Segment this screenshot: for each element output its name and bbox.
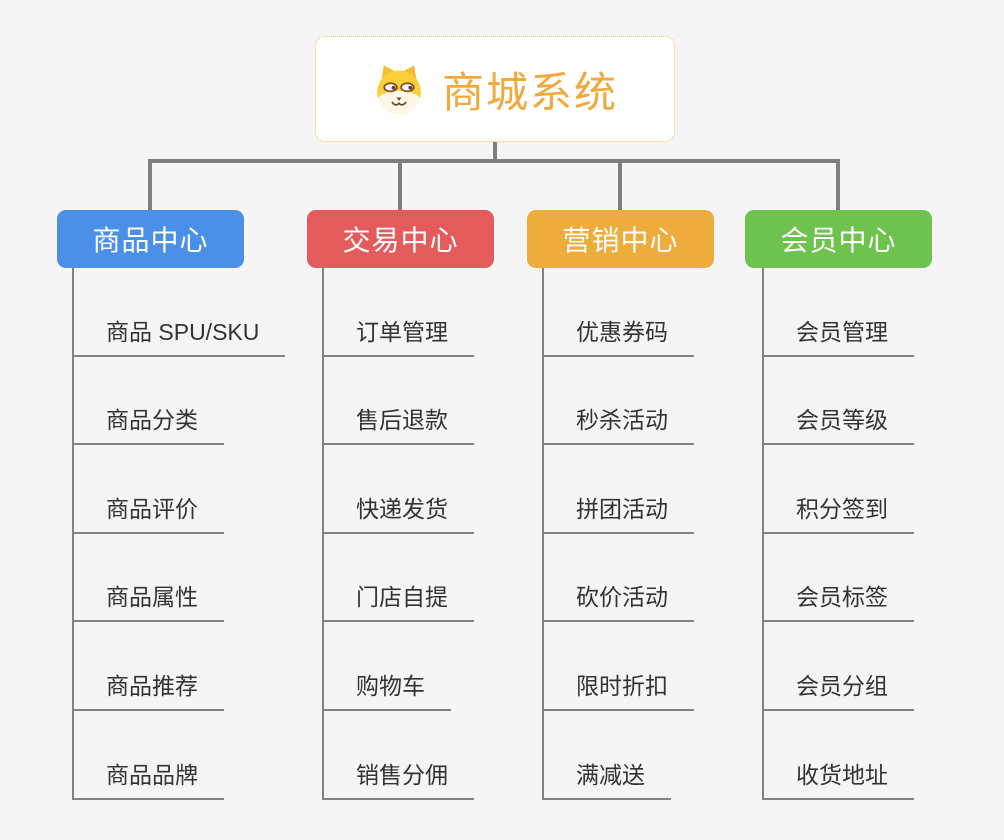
branch-label: 会员中心 <box>780 225 897 256</box>
list-item: 商品品牌 <box>72 711 285 800</box>
branch-topic-marketing-center[interactable]: 营销中心 <box>527 210 714 268</box>
list-item: 商品属性 <box>72 534 285 623</box>
list-item: 收货地址 <box>762 711 914 800</box>
list-item: 满减送 <box>542 711 694 800</box>
list-item: 门店自提 <box>322 534 474 623</box>
list-item: 优惠券码 <box>542 268 694 357</box>
subtopic[interactable]: 门店自提 <box>322 578 474 623</box>
list-item: 商品 SPU/SKU <box>72 268 286 357</box>
branch-topic-product-center[interactable]: 商品中心 <box>57 210 244 268</box>
subtopic-list-trade-center: 订单管理 售后退款 快递发货 门店自提 购物车 销售分佣 <box>322 268 474 800</box>
root-topic-label: 商城系统 <box>441 68 618 116</box>
subtopic[interactable]: 售后退款 <box>322 401 474 446</box>
list-item: 积分签到 <box>762 445 914 534</box>
list-item: 购物车 <box>322 622 474 711</box>
subtopic[interactable]: 商品评价 <box>72 490 224 534</box>
subtopic-list-marketing-center: 优惠券码 秒杀活动 拼团活动 砍价活动 限时折扣 满减送 <box>542 268 694 800</box>
subtopic[interactable]: 砍价活动 <box>542 578 694 623</box>
subtopic[interactable]: 商品属性 <box>72 578 224 623</box>
subtopic[interactable]: 快递发货 <box>322 490 474 534</box>
subtopic[interactable]: 满减送 <box>542 756 671 800</box>
subtopic[interactable]: 商品分类 <box>72 401 224 446</box>
subtopic[interactable]: 购物车 <box>322 667 451 711</box>
list-item: 秒杀活动 <box>542 357 694 446</box>
dog-face-icon <box>372 62 426 116</box>
branch-label: 交易中心 <box>342 225 459 256</box>
subtopic[interactable]: 拼团活动 <box>542 490 694 534</box>
subtopic[interactable]: 积分签到 <box>762 490 914 534</box>
subtopic[interactable]: 订单管理 <box>322 313 474 357</box>
root-topic[interactable]: 商城系统 <box>315 36 675 142</box>
list-item: 订单管理 <box>322 268 474 357</box>
subtopic[interactable]: 商品推荐 <box>72 667 224 711</box>
subtopic[interactable]: 会员分组 <box>762 667 914 711</box>
list-item: 会员分组 <box>762 622 914 711</box>
subtopic[interactable]: 会员标签 <box>762 578 914 623</box>
subtopic[interactable]: 会员等级 <box>762 401 914 446</box>
list-item: 售后退款 <box>322 357 474 446</box>
subtopic[interactable]: 秒杀活动 <box>542 401 694 446</box>
list-item: 商品评价 <box>72 445 285 534</box>
subtopic[interactable]: 限时折扣 <box>542 667 694 711</box>
list-item: 砍价活动 <box>542 534 694 623</box>
list-item: 会员标签 <box>762 534 914 623</box>
subtopic[interactable]: 销售分佣 <box>322 756 474 800</box>
subtopic[interactable]: 商品 SPU/SKU <box>72 313 286 357</box>
list-item: 销售分佣 <box>322 711 474 800</box>
list-item: 会员等级 <box>762 357 914 446</box>
list-item: 会员管理 <box>762 268 914 357</box>
subtopic-list-member-center: 会员管理 会员等级 积分签到 会员标签 会员分组 收货地址 <box>762 268 914 800</box>
subtopic[interactable]: 优惠券码 <box>542 313 694 357</box>
list-item: 拼团活动 <box>542 445 694 534</box>
branch-topic-trade-center[interactable]: 交易中心 <box>307 210 494 268</box>
list-item: 商品分类 <box>72 357 285 446</box>
subtopic[interactable]: 收货地址 <box>762 756 914 800</box>
branch-label: 商品中心 <box>92 225 209 256</box>
list-item: 商品推荐 <box>72 622 285 711</box>
list-item: 限时折扣 <box>542 622 694 711</box>
list-item: 快递发货 <box>322 445 474 534</box>
branch-topic-member-center[interactable]: 会员中心 <box>745 210 932 268</box>
branch-label: 营销中心 <box>562 225 679 256</box>
subtopic[interactable]: 会员管理 <box>762 313 914 357</box>
subtopic-list-product-center: 商品 SPU/SKU 商品分类 商品评价 商品属性 商品推荐 商品品牌 <box>72 268 286 800</box>
subtopic[interactable]: 商品品牌 <box>72 756 224 800</box>
